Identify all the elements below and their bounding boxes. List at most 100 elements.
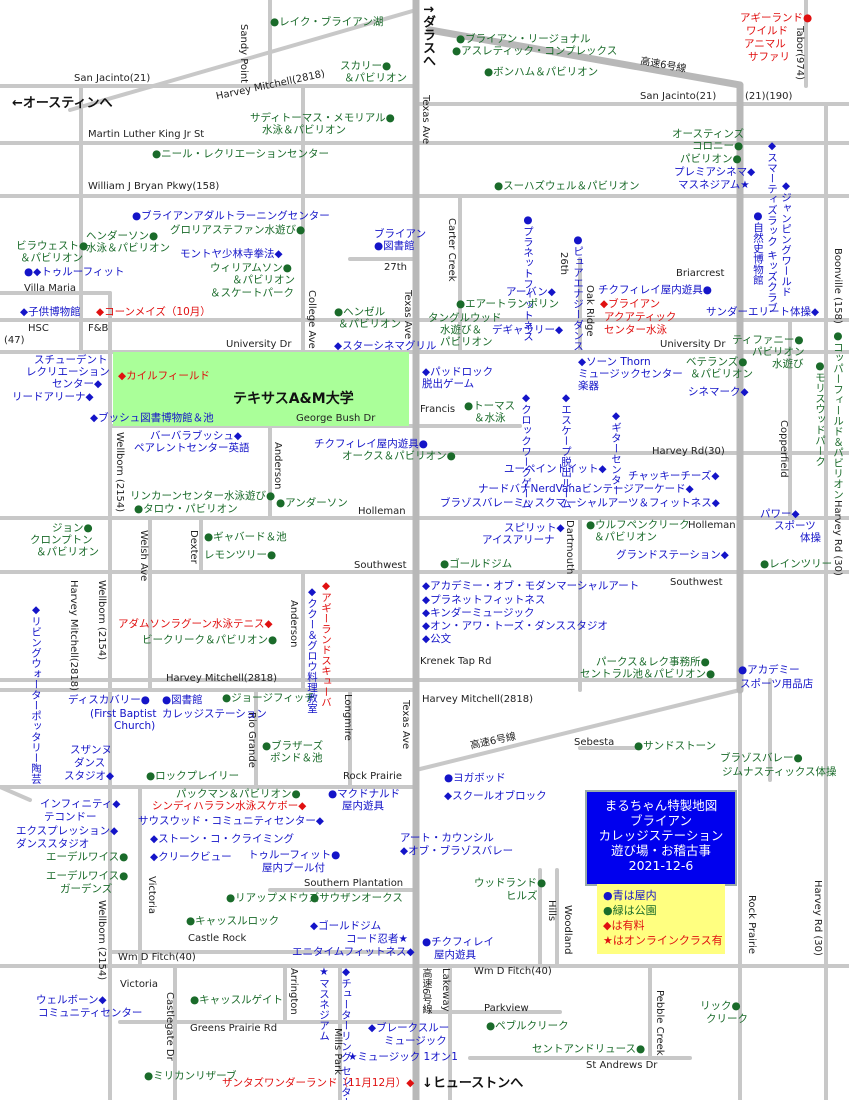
place-label: リック● <box>700 1000 741 1012</box>
place-label: ブラゾスバレー● <box>720 752 803 764</box>
place-label: シンディハララン水泳スケボー◆ <box>152 800 307 812</box>
street-label: Holleman <box>688 520 736 531</box>
title-line: 2021-12-6 <box>628 858 694 873</box>
place-label: ◆オブ・ブラゾスバレー <box>400 845 514 857</box>
place-label: ◆カイルフィールド <box>118 370 210 382</box>
place-label: 体操 <box>800 532 821 544</box>
street-label: Southwest <box>354 560 407 571</box>
place-label: ●ミリカンリザーブ <box>144 1070 237 1082</box>
place-label: センター水泳 <box>604 324 667 336</box>
street-label: Wellborn (2154) <box>96 580 107 661</box>
place-label: 水遊び <box>772 358 804 370</box>
street-label: Southwest <box>670 577 723 588</box>
place-label: アニマル <box>744 38 786 50</box>
street-label: Anderson <box>272 442 283 490</box>
direction-dallas: ↑ダラスへ <box>420 4 435 67</box>
place-label: 脱出ゲーム <box>422 378 475 390</box>
place-label: センター◆ <box>52 378 103 390</box>
place-label: タングルウッド <box>428 312 502 324</box>
street-label: Victoria <box>146 876 157 914</box>
place-label: ●ピュアエナジーダンス <box>572 234 584 351</box>
place-label: パビリオン <box>752 346 805 358</box>
title-line: カレッジステーション <box>598 828 724 843</box>
place-label: ◆パッドロック <box>422 366 494 378</box>
place-label: プレミアシネマ◆ <box>674 166 756 178</box>
street-label: Rio Grande <box>246 712 257 768</box>
place-label: マスネジアム★ <box>678 179 750 191</box>
place-label: ●自然史博物館 <box>752 210 764 285</box>
place-label: ダンス <box>74 757 106 769</box>
place-label: パビリオン <box>440 336 493 348</box>
place-label: セントアンドリュース● <box>532 1043 646 1055</box>
street-label: Sebesta <box>574 737 615 748</box>
place-label: ◆スマーティズラック キッズクラブ <box>766 140 778 313</box>
place-label: ●リアップメドウズ <box>226 892 320 904</box>
street-label: Briarcrest <box>676 268 725 279</box>
place-label: ミュージックセンター <box>578 368 683 380</box>
street-label: Copperfield <box>778 420 789 478</box>
place-label: リードアリーナ◆ <box>12 391 94 403</box>
place-label: パビリオン● <box>680 153 742 165</box>
street-label: Texas Ave <box>400 700 411 750</box>
place-label: ●ブライアンアダルトラーニングセンター <box>132 210 330 222</box>
street-label: 26th <box>558 252 569 275</box>
place-label: ウェルボーン◆ <box>36 994 107 1006</box>
street-label: Welsh Ave <box>138 530 149 582</box>
street-label: Parkview <box>484 1003 529 1014</box>
place-label: Church) <box>114 720 156 732</box>
street-label: Hills <box>546 900 557 922</box>
place-label: チクフィレイ屋内遊具● <box>598 284 712 296</box>
place-label: ●タロウ・パビリオン <box>134 503 238 515</box>
place-label: (First Baptist <box>90 708 157 720</box>
street-label: Holleman <box>358 506 406 517</box>
place-label: チャッキーチーズ◆ <box>628 470 720 482</box>
place-label: ●ウルフペンクリーク <box>586 519 690 531</box>
place-label: ◆オン・アワ・トーズ・ダンススタジオ <box>422 620 608 632</box>
place-label: ダンススタジオ <box>16 838 90 850</box>
place-label: ★ミュージック 1オン1 <box>348 1051 458 1063</box>
place-label: ＆パビリオン <box>20 252 83 264</box>
place-label: 楽器 <box>578 380 599 392</box>
place-label: ＆パビリオン <box>690 368 753 380</box>
place-label: ＆スケートパーク <box>210 287 294 299</box>
street-label: Pebble Creek <box>654 990 665 1056</box>
place-label: ●ヘンゼル <box>334 306 386 318</box>
place-label: ◆ソーン Thorn <box>578 356 651 368</box>
map-title-box: まるちゃん特製地図 ブライアン カレッジステーション 遊び場・お稽古事 2021… <box>585 790 737 886</box>
place-label: ＆水泳 <box>474 412 506 424</box>
place-label: バーバラブッシュ◆ <box>150 430 242 442</box>
street-label: College Ave <box>306 290 317 349</box>
place-label: ●図書館 <box>162 694 203 706</box>
place-label: スポーツ用品店 <box>740 678 814 690</box>
title-line: ブライアン <box>629 813 692 828</box>
place-label: エーデルワイス● <box>46 870 129 882</box>
place-label: ◆チューターリング センター★ <box>340 966 352 1100</box>
place-label: ●エアートランポリン <box>456 298 560 310</box>
street-label: San Jacinto(21) <box>640 91 717 102</box>
place-label: ●モリスウッドパーク <box>814 360 826 467</box>
place-label: クロンプトン <box>30 534 93 546</box>
map-legend: ●青は屋内 ●緑は公園 ◆は有料 ★はオンラインクラス有 <box>597 884 725 954</box>
place-label: ◆クロックワークゲーム <box>520 392 532 509</box>
place-label: ●レイク・ブライアン湖 <box>270 16 384 28</box>
place-label: コミュニティセンター <box>38 1007 143 1019</box>
place-label: ●ペブルクリーク <box>486 1020 569 1032</box>
street-label: 高速6号線 <box>420 968 431 1015</box>
street-label: Southern Plantation <box>304 878 404 889</box>
place-label: ●スーハズウェル＆パビリオン <box>494 180 640 192</box>
place-label: ●ニール・レクリエーションセンター <box>152 148 329 160</box>
place-label: ●サンドストーン <box>634 740 717 752</box>
street-label: Carter Creek <box>446 218 457 282</box>
street-label: Harvey Mitchell(2818) <box>166 673 278 684</box>
street-label: Sandy Point <box>238 24 249 84</box>
place-label: スチューデント <box>34 354 108 366</box>
street-label: F&B <box>88 323 109 334</box>
place-label: レモンツリー● <box>204 549 277 561</box>
place-label: ●レインツリー <box>760 558 833 570</box>
place-label: レクリエーション <box>26 366 110 378</box>
place-label: カレッジステーション <box>162 708 267 720</box>
place-label: ◆アギーランドスキューバ <box>320 580 332 708</box>
place-label: サファリ <box>748 51 790 63</box>
place-label: ブラゾスバレーミッスクマーシャルアーツ＆フィットネス◆ <box>440 497 720 509</box>
